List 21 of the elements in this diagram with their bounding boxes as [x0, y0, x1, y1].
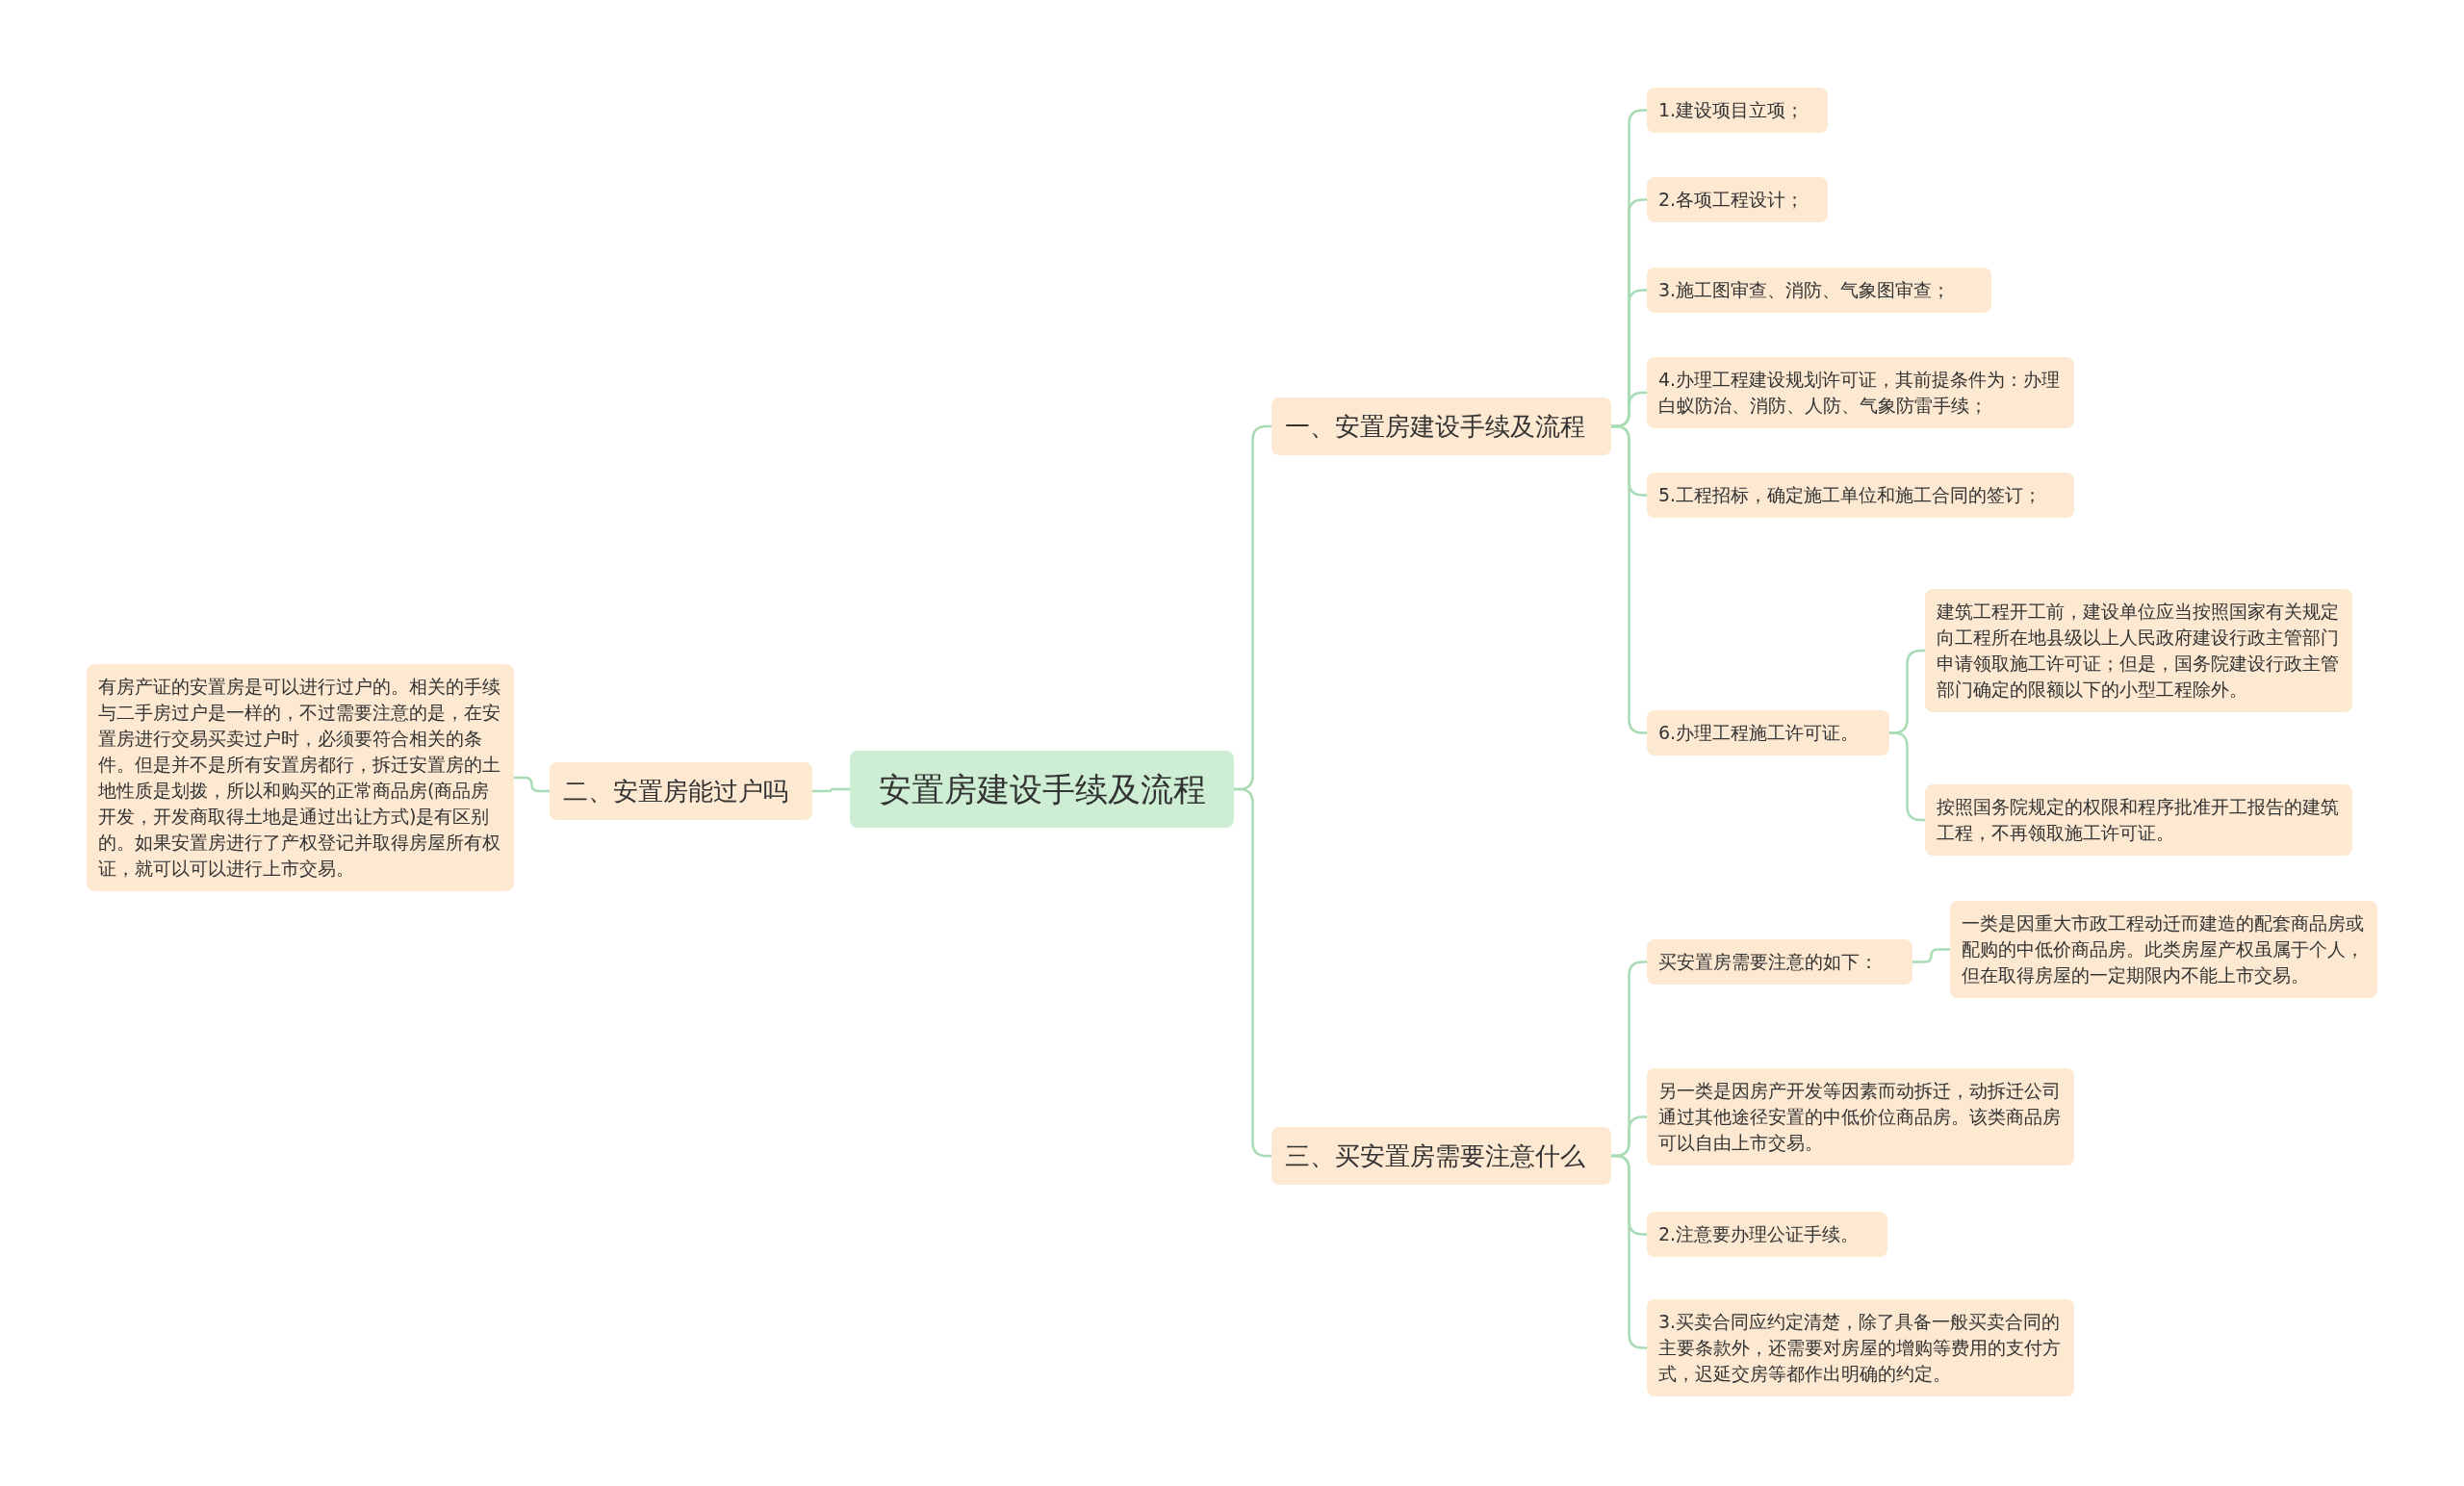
- subtopic-box: 5.工程招标，确定施工单位和施工合同的签订；: [1647, 473, 2074, 518]
- subtopic-box: 另一类是因房产开发等因素而动拆迁，动拆迁公司通过其他途径安置的中低价位商品房。该类商品房可以自由上市交易。: [1647, 1068, 2074, 1166]
- branch-topic: 一、安置房建设手续及流程: [1271, 397, 1611, 455]
- subtopic-box: 3.买卖合同应约定清楚，除了具备一般买卖合同的主要条款外，还需要对房屋的增购等费用的支付方式，迟延交房等都作出明确的约定。: [1647, 1299, 2074, 1396]
- subtopic-box: 3.施工图审查、消防、气象图审查；: [1647, 268, 1991, 313]
- connector-line: [1912, 948, 1950, 963]
- subtopic-box: 有房产证的安置房是可以进行过户的。相关的手续与二手房过户是一样的，不过需要注意的是，在安置房进行交易买卖过户时，必须要符合相关的条件。但是并不是所有安置房都行，拆迁安置房的土地性质是划拨，所以和购买的正常商品房(商品房开发，开发商取得土地是通过出让方式)是有区别的。如果安置房进行了产权登记并取得房屋所有权证，就可以可以进行上市交易。: [87, 664, 514, 891]
- subtopic-box: 4.办理工程建设规划许可证，其前提条件为：办理白蚁防治、消防、人防、气象防雷手续；: [1647, 357, 2074, 428]
- subtopic-box: 买安置房需要注意的如下：: [1647, 939, 1912, 985]
- subtopic-box: 建筑工程开工前，建设单位应当按照国家有关规定向工程所在地县级以上人民政府建设行政主管部门申请领取施工许可证；但是，国务院建设行政主管部门确定的限额以下的小型工程除外。: [1925, 589, 2352, 712]
- connector-line: [514, 776, 550, 793]
- connector-line: [812, 787, 850, 793]
- subtopic-box: 2.各项工程设计；: [1647, 177, 1828, 222]
- subtopic-box: 6.办理工程施工许可证。: [1647, 710, 1889, 756]
- subtopic-box: 2.注意要办理公证手续。: [1647, 1212, 1887, 1257]
- subtopic-box: 一类是因重大市政工程动迁而建造的配套商品房或配购的中低价商品房。此类房屋产权虽属于个人，但在取得房屋的一定期限内不能上市交易。: [1950, 901, 2377, 998]
- central-topic: 安置房建设手续及流程: [850, 751, 1234, 828]
- branch-topic: 三、买安置房需要注意什么: [1271, 1127, 1611, 1185]
- subtopic-box: 1.建设项目立项；: [1647, 88, 1828, 133]
- branch-topic: 二、安置房能过户吗: [550, 762, 812, 820]
- subtopic-box: 按照国务院规定的权限和程序批准开工报告的建筑工程，不再领取施工许可证。: [1925, 784, 2352, 856]
